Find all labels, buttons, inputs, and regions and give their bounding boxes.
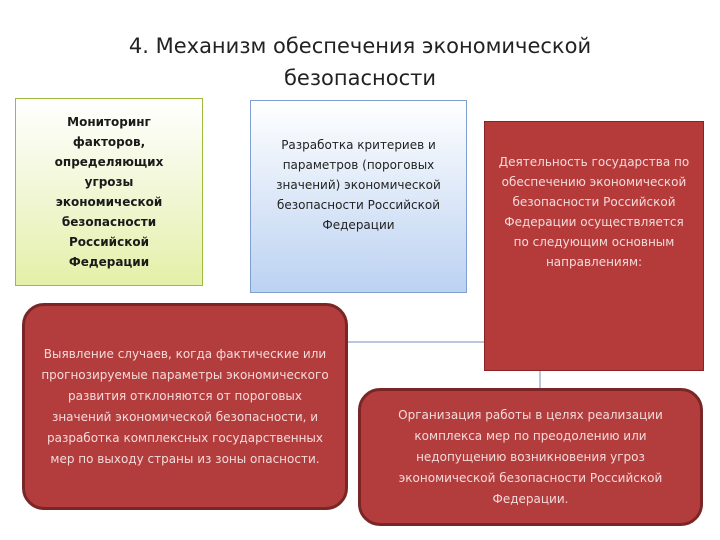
work-organization-text: Организация работы в целях реализации ко… [398, 407, 663, 506]
criteria-development-text: Разработка критериев и параметров (порог… [276, 138, 441, 232]
monitoring-factors-box: Мониторинг факторов, определяющих угрозы… [15, 98, 203, 286]
state-activity-box: Деятельность государства по обеспечению … [484, 121, 704, 371]
monitoring-factors-text: Мониторинг факторов, определяющих угрозы… [54, 115, 164, 269]
state-activity-text: Деятельность государства по обеспечению … [498, 155, 690, 269]
deviation-detection-text: Выявление случаев, когда фактические или… [41, 346, 329, 466]
deviation-detection-box: Выявление случаев, когда фактические или… [22, 303, 348, 510]
criteria-development-box: Разработка критериев и параметров (порог… [250, 100, 467, 293]
slide-title: 4. Механизм обеспечения экономической бе… [128, 34, 592, 90]
work-organization-box: Организация работы в целях реализации ко… [358, 388, 703, 526]
